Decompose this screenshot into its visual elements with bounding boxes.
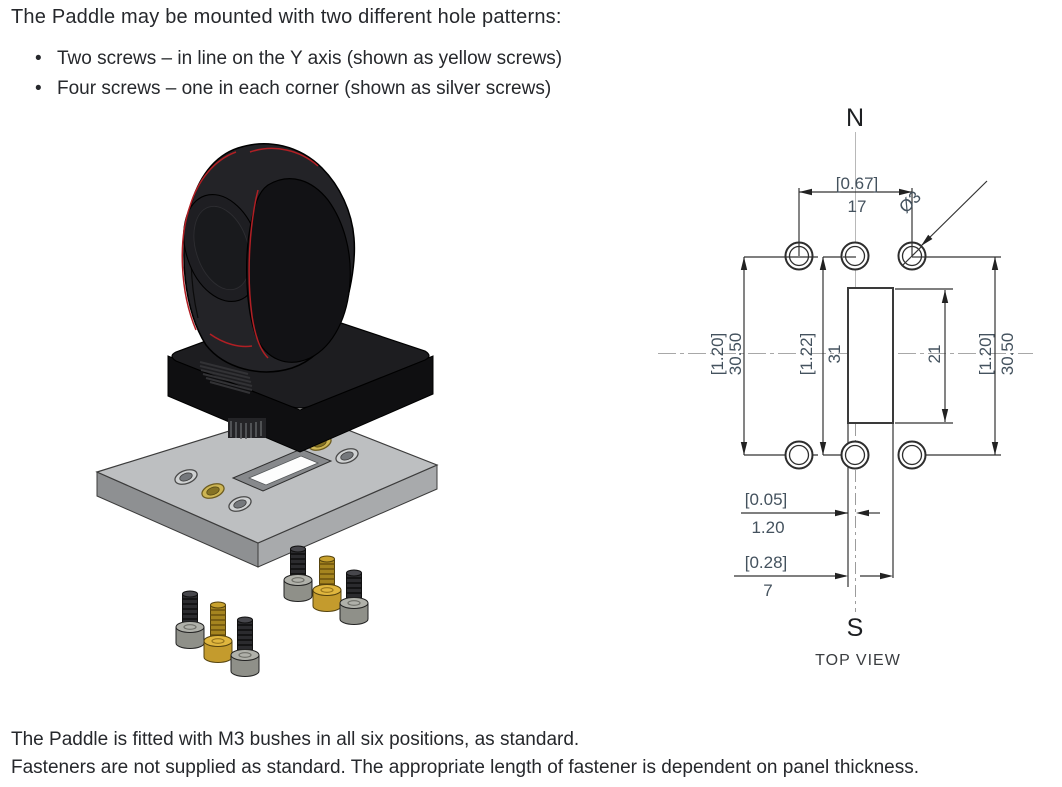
base-vent-ribs: [199, 361, 253, 394]
dim-label-mm: 31: [825, 345, 844, 364]
dim-label-inches: [0.28]: [745, 553, 788, 572]
mounting-options-list: Two screws – in line on the Y axis (show…: [33, 44, 562, 104]
plate-slot: [231, 448, 333, 492]
list-item: Two screws – in line on the Y axis (show…: [33, 44, 562, 74]
dim-right-outer: [1.20] 30.50: [976, 257, 1017, 455]
screw-silver: [339, 569, 369, 625]
hole-top-center: [840, 241, 870, 271]
dim-left-inner: [1.22] 31: [797, 257, 844, 455]
screw-yellow: [203, 601, 233, 663]
screw-yellow: [312, 555, 342, 612]
footer-line: The Paddle is fitted with M3 bushes in a…: [11, 729, 580, 750]
knob-front-face: [246, 178, 351, 363]
dim-left-outer: [1.20] 30.50: [708, 257, 748, 455]
hole-bottom-center: [840, 440, 870, 470]
dim-label-inches: [0.05]: [745, 490, 788, 509]
dim-label-inches: [1.20]: [976, 333, 995, 376]
knob-thumb-recess: [183, 193, 261, 303]
dim-label-mm: 17: [848, 197, 867, 216]
dim-label-mm: 21: [925, 345, 944, 364]
plate-hole-silver: [174, 469, 198, 485]
paddle-knob: [181, 143, 356, 373]
top-view-drawing: [0.67] 17 Ø3 [1.20] 30.50 [1.22] 31: [658, 104, 1033, 669]
slot-outline: [847, 287, 894, 424]
plate-hole-yellow: [201, 483, 225, 499]
footer-line: Fasteners are not supplied as standard. …: [11, 757, 920, 778]
dim-slot-offset: [0.05] 1.20: [741, 490, 880, 537]
screw-silver: [283, 545, 313, 602]
knob-red-accent-lines: [181, 147, 319, 359]
plate-hole-silver: [228, 496, 252, 512]
connector-pins: [228, 418, 266, 439]
hole-bottom-left: [784, 440, 814, 470]
dim-label-inches: [1.22]: [797, 333, 816, 376]
dim-top-span: [0.67] 17: [799, 174, 912, 216]
hole-crosshairs: [786, 243, 925, 258]
list-item: Four screws – one in each corner (shown …: [33, 74, 562, 104]
page-title: The Paddle may be mounted with two diffe…: [11, 6, 562, 28]
south-axis-label: S: [847, 614, 864, 642]
screw-silver: [230, 616, 260, 677]
dim-label-inches: [0.67]: [836, 174, 879, 193]
dim-label-mm: 7: [763, 581, 772, 600]
plate-hole-silver: [335, 448, 359, 464]
dim-slot-width: [0.28] 7: [734, 553, 893, 600]
dim-label-mm: 1.20: [751, 518, 784, 537]
isometric-exploded-figure: [95, 143, 439, 677]
footer-notes: The Paddle is fitted with M3 bushes in a…: [11, 726, 919, 782]
dim-label-inches: [1.20]: [708, 333, 727, 376]
north-axis-label: N: [846, 104, 864, 132]
hole-bottom-right: [897, 440, 927, 470]
dim-slot-height: 21: [925, 290, 949, 422]
dim-label-mm: 30.50: [998, 333, 1017, 376]
screw-silver: [175, 590, 205, 649]
figure-caption: TOP VIEW: [815, 652, 901, 669]
dim-label-mm: 30.50: [726, 333, 745, 376]
